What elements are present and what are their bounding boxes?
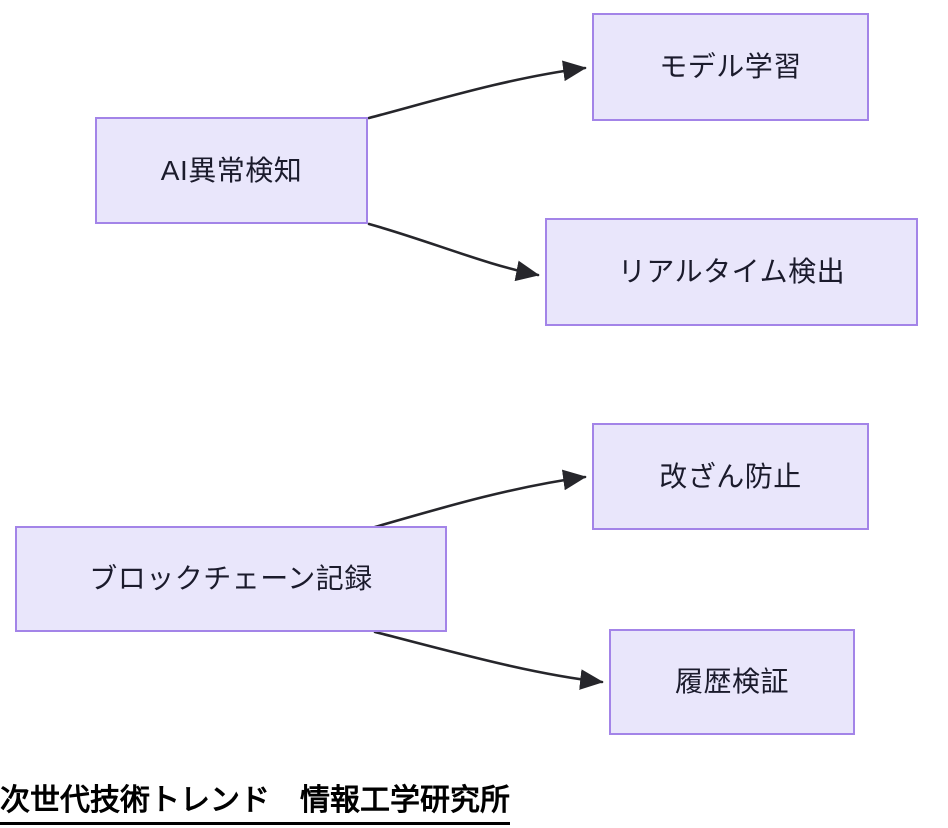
node-label: 履歴検証 [674, 666, 789, 698]
edge-ai-to-realtime [367, 222, 540, 282]
caption-text: 次世代技術トレンド 情報工学研究所 [0, 782, 510, 825]
node-history-verification[interactable]: 履歴検証 [609, 629, 855, 735]
node-model-training[interactable]: モデル学習 [592, 13, 869, 121]
node-tamper-prevention[interactable]: 改ざん防止 [592, 423, 869, 530]
node-label: AI異常検知 [160, 154, 303, 186]
edge-blockchain-to-history [373, 630, 604, 690]
node-label: リアルタイム検出 [617, 256, 846, 288]
node-label: モデル学習 [659, 51, 802, 83]
node-label: ブロックチェーン記録 [89, 563, 373, 595]
edge-ai-to-model [367, 60, 587, 120]
diagram-caption: 次世代技術トレンド 情報工学研究所 [0, 782, 560, 825]
node-ai-anomaly-detection[interactable]: AI異常検知 [95, 117, 368, 224]
node-label: 改ざん防止 [659, 460, 802, 492]
node-realtime-detection[interactable]: リアルタイム検出 [545, 218, 918, 326]
edge-blockchain-to-tamper [373, 469, 587, 529]
node-blockchain-record[interactable]: ブロックチェーン記録 [15, 526, 447, 632]
